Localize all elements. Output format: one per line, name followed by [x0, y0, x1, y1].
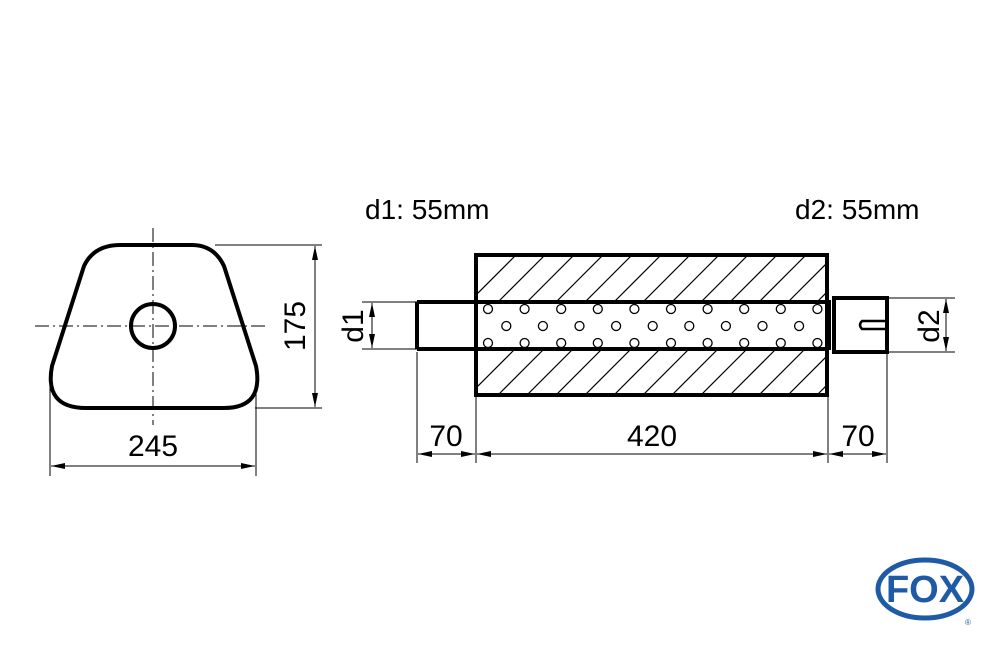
perforation-hole [665, 337, 677, 349]
outlet-slot [858, 319, 885, 331]
hatch-line [556, 256, 603, 301]
hatch-line [817, 292, 826, 301]
perforation-hole [684, 320, 695, 332]
perforation-hole [702, 337, 713, 349]
body-length-dimension: 420 [627, 420, 677, 453]
perforation-hole [775, 337, 786, 349]
perforation-hole [556, 337, 567, 349]
perforation-hole [482, 303, 494, 315]
perforation-hole [537, 320, 549, 332]
perforation-hole [757, 320, 768, 332]
perforation-hole [556, 303, 567, 315]
fox-logo: FOX ® [875, 557, 975, 627]
perforation-hole [812, 337, 823, 349]
hatch-line [759, 350, 805, 394]
hatch-line [585, 350, 631, 394]
outlet-pipe [832, 296, 889, 354]
d1-dimension: d1 [337, 309, 370, 342]
cross-section-view: 175 245 [35, 228, 322, 476]
perforation-hole [629, 337, 640, 349]
hatch-line [876, 350, 920, 394]
logo-text: FOX [886, 569, 965, 611]
hatch-line [498, 350, 544, 394]
perforation-hole [574, 320, 585, 332]
perforation-hole [647, 320, 658, 332]
perforation-hole [629, 303, 640, 315]
outlet-length-dimension: 70 [841, 420, 874, 453]
perforation-hole [739, 303, 750, 315]
hatch-line [701, 256, 748, 301]
perforation-hole [519, 337, 530, 349]
perforation-hole [665, 303, 677, 315]
perforation-hole [592, 337, 603, 349]
d2-dimension: d2 [913, 309, 946, 342]
hatch-line [730, 350, 776, 394]
registered-mark: ® [965, 618, 971, 627]
perforation-hole [519, 303, 530, 315]
hatch-line [643, 256, 690, 301]
perforation-hole [793, 320, 805, 332]
hatch-line [527, 350, 573, 394]
hatch-line [643, 350, 689, 394]
perforation-hole [482, 337, 494, 349]
perforation-hole [739, 337, 750, 349]
width-dimension: 245 [128, 430, 178, 463]
trapezoid-outline [48, 243, 260, 410]
perforation-hole [610, 320, 622, 332]
height-dimension: 175 [279, 301, 312, 351]
perforation-hole [592, 303, 603, 315]
hatch-line [847, 350, 891, 394]
insulation-hatching [477, 256, 921, 394]
perforation-hole [720, 320, 732, 332]
hatch-line [730, 256, 777, 301]
perforation-hole [812, 303, 823, 315]
side-view: d1: 55mm d2: 55mm d1 d2 70 420 70 [337, 194, 955, 463]
perforation-holes [482, 303, 823, 349]
d1-spec-label: d1: 55mm [365, 194, 490, 225]
hatch-line [788, 263, 826, 301]
perforation-hole [501, 320, 512, 332]
hatch-line [672, 256, 719, 301]
pipe-hole [129, 302, 177, 350]
hatch-line [498, 256, 545, 301]
hatch-line [701, 350, 747, 394]
inlet-length-dimension: 70 [429, 420, 462, 453]
perforation-hole [702, 303, 713, 315]
perforation-hole [775, 303, 786, 315]
hatch-line [876, 256, 921, 301]
hatch-line [527, 256, 574, 301]
hatch-line [614, 350, 660, 394]
hatch-line [614, 256, 661, 301]
muffler-body [474, 253, 829, 397]
hatch-line [759, 256, 806, 301]
hatch-line [672, 350, 718, 394]
hatch-line [556, 350, 602, 394]
hatch-line [585, 256, 632, 301]
hatch-line [847, 256, 892, 301]
d2-spec-label: d2: 55mm [795, 194, 920, 225]
hatch-line [817, 385, 826, 394]
